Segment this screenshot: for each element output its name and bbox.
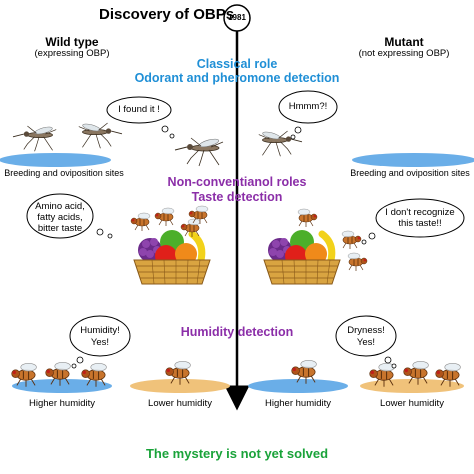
- wild-lower-humidity-label: Lower humidity: [148, 398, 212, 409]
- mosquito: [78, 122, 123, 149]
- mutant-fruit-basket: [264, 230, 340, 284]
- wild-higher-humidity-pad: [12, 379, 112, 393]
- wild-bubble-classical-text: I found it !: [118, 104, 160, 115]
- wild-bubble-classical: [106, 96, 172, 124]
- mutant-bubble-classical: [278, 90, 338, 124]
- wild-type-sublabel: (expressing OBP): [34, 48, 110, 59]
- mutant-lower-humidity-label: Lower humidity: [380, 398, 444, 409]
- fly: [347, 252, 368, 272]
- mutant-higher-humidity-label: Higher humidity: [265, 398, 331, 409]
- mutant-label: Mutant: [384, 35, 424, 49]
- footer-mystery: The mystery is not yet solved: [145, 446, 329, 461]
- mutant-bubble-classical-text: Hmmm?!: [288, 101, 328, 112]
- wild-fruit-basket: [134, 230, 210, 284]
- wild-higher-humidity-label: Higher humidity: [29, 398, 95, 409]
- mutant-breeding-site: [352, 153, 474, 167]
- wild-lower-humidity-pad: [130, 379, 230, 393]
- fly: [130, 212, 151, 232]
- classical-role-heading: Classical role: [196, 57, 278, 71]
- year-circle: [223, 4, 251, 32]
- mutant-bubble-taste: [375, 198, 465, 238]
- wild-breeding-site: [0, 153, 111, 167]
- wild-breeding-site-label: Breeding and oviposition sites: [4, 168, 124, 178]
- wild-bubble-humidity-text: Humidity! Yes!: [80, 325, 120, 348]
- fly: [297, 208, 318, 228]
- fly: [341, 230, 362, 250]
- wild-bubble-humidity: [69, 315, 131, 357]
- diagram-title: Discovery of OBPs: [99, 6, 235, 23]
- mutant-sublabel: (not expressing OBP): [358, 48, 450, 59]
- wild-type-label: Wild type: [45, 35, 99, 49]
- mutant-bubble-humidity-text: Dryness! Yes!: [347, 325, 385, 348]
- mosquito: [174, 137, 224, 167]
- mutant-higher-humidity-pad: [248, 379, 348, 393]
- nonconventional-heading: Non-conventianol roles: [167, 175, 307, 189]
- fly: [154, 207, 175, 227]
- humidity-detection-heading: Humidity detection: [180, 325, 294, 339]
- year-label: 1981: [228, 13, 246, 22]
- wild-bubble-taste-text: Amino acid, fatty acids, bitter taste: [35, 201, 85, 234]
- wild-bubble-taste: [26, 193, 94, 239]
- mutant-breeding-site-label: Breeding and oviposition sites: [350, 168, 470, 178]
- taste-detection-heading: Taste detection: [191, 190, 283, 204]
- mutant-bubble-humidity: [335, 315, 397, 357]
- mosquito: [12, 125, 57, 152]
- odorant-detection-heading: Odorant and pheromone detection: [134, 71, 340, 85]
- mutant-lower-humidity-pad: [360, 379, 464, 393]
- mutant-bubble-taste-text: I don't recognize this taste!!: [385, 207, 455, 229]
- mosquito: [258, 130, 303, 157]
